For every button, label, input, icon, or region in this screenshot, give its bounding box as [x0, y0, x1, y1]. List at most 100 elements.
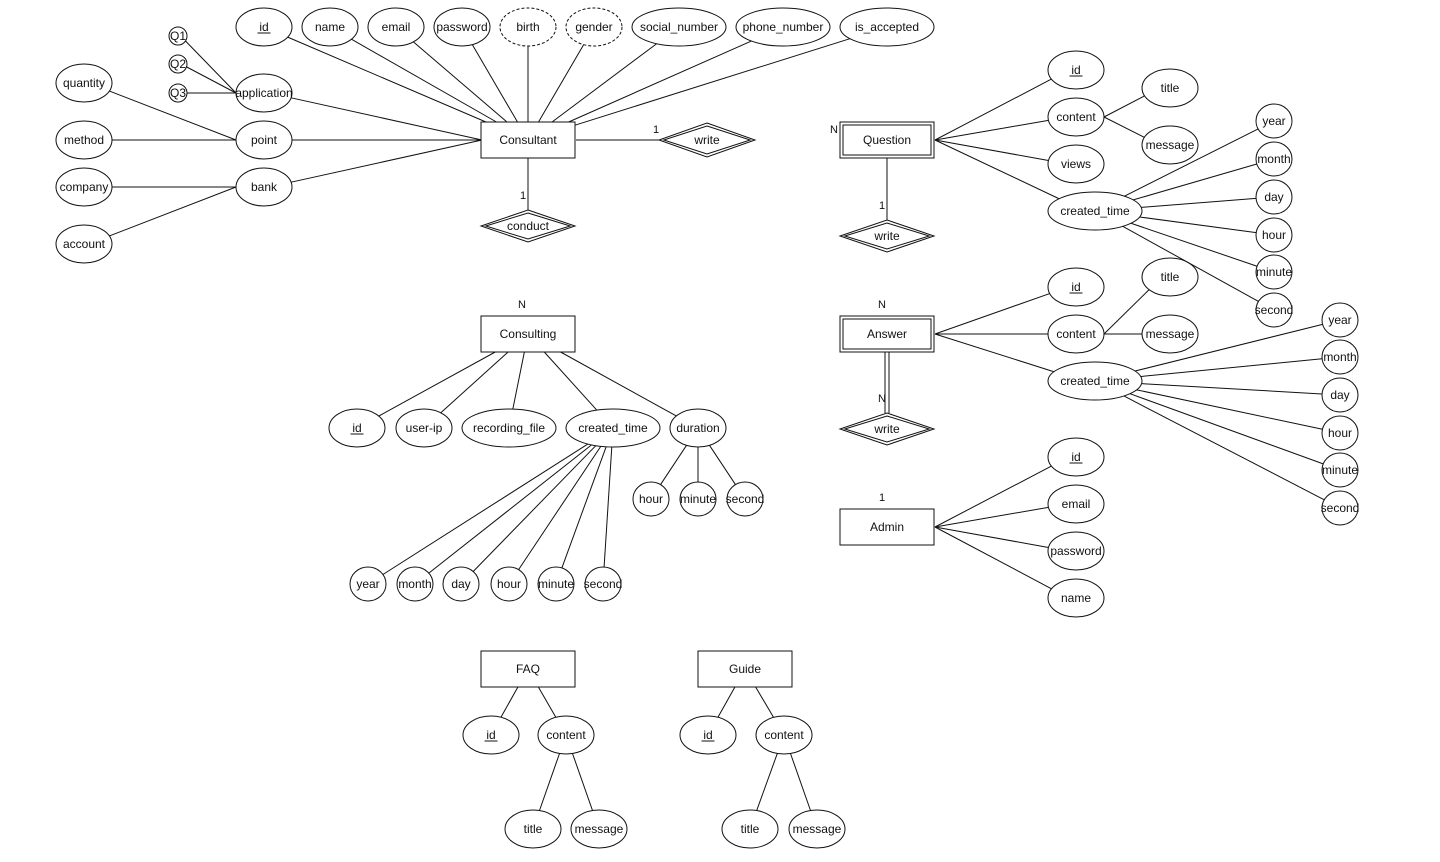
line-consultant-c_phone [568, 40, 752, 123]
attribute-qc_second[interactable]: second [1255, 292, 1294, 328]
entity-label: Admin [870, 520, 904, 534]
line-a_content-a_title [1103, 289, 1150, 335]
attribute-a_id[interactable]: id [1047, 267, 1105, 307]
attribute-label: quantity [63, 76, 105, 90]
attribute-cc_second[interactable]: second [584, 566, 623, 602]
attribute-cd_second[interactable]: second [726, 481, 765, 517]
attribute-qc_day[interactable]: day [1255, 179, 1293, 215]
attribute-g_id[interactable]: id [679, 715, 737, 755]
attribute-b_company[interactable]: company [55, 167, 113, 207]
attribute-ad_email[interactable]: email [1047, 484, 1105, 524]
attribute-label: year [356, 577, 379, 591]
attribute-cc_month[interactable]: month [396, 566, 434, 602]
attribute-label: application [235, 86, 292, 100]
entity-faq[interactable]: FAQ [480, 650, 576, 688]
attribute-q_id[interactable]: id [1047, 50, 1105, 90]
attribute-cd_hour[interactable]: hour [632, 481, 670, 517]
attribute-c_birth[interactable]: birth [499, 7, 557, 47]
attribute-c_point[interactable]: point [235, 120, 293, 160]
attribute-c_name[interactable]: name [301, 7, 359, 47]
relationship-write2[interactable]: write [838, 219, 936, 253]
entity-answer[interactable]: Answer [839, 315, 935, 353]
attribute-label: Q2 [170, 57, 186, 71]
relationship-write3[interactable]: write [838, 412, 936, 446]
attribute-ac_day[interactable]: day [1321, 377, 1359, 413]
attribute-ac_year[interactable]: year [1321, 302, 1359, 338]
attribute-c_application[interactable]: application [235, 73, 293, 113]
attribute-g_content[interactable]: content [755, 715, 813, 755]
attribute-label: views [1061, 157, 1091, 171]
line-a_created-ac_minute [1129, 393, 1324, 465]
attribute-ac_second[interactable]: second [1321, 490, 1360, 526]
attribute-ac_minute[interactable]: minute [1321, 452, 1359, 488]
attribute-b_account[interactable]: account [55, 224, 113, 264]
attribute-p_method[interactable]: method [55, 120, 113, 160]
attribute-a_created[interactable]: created_time [1047, 361, 1143, 401]
attribute-label: company [60, 180, 109, 194]
line-consulting-cs_recording [512, 351, 525, 410]
attribute-c_id[interactable]: id [235, 7, 293, 47]
attribute-q_title[interactable]: title [1141, 68, 1199, 108]
attribute-label: day [1330, 388, 1349, 402]
attribute-cs_recording[interactable]: recording_file [461, 408, 557, 448]
entity-question[interactable]: Question [839, 121, 935, 159]
attribute-cs_created[interactable]: created_time [565, 408, 661, 448]
attribute-f_title[interactable]: title [504, 809, 562, 849]
attribute-f_id[interactable]: id [462, 715, 520, 755]
attribute-f_content[interactable]: content [537, 715, 595, 755]
attribute-cd_minute[interactable]: minute [679, 481, 717, 517]
attribute-q2[interactable]: Q2 [168, 54, 188, 74]
attribute-ad_id[interactable]: id [1047, 437, 1105, 477]
attribute-label: message [575, 822, 624, 836]
attribute-cc_minute[interactable]: minute [537, 566, 575, 602]
attribute-a_title[interactable]: title [1141, 257, 1199, 297]
attribute-cc_day[interactable]: day [442, 566, 480, 602]
line-q_content-q_message [1103, 116, 1145, 138]
attribute-label: minute [1322, 463, 1358, 477]
attribute-q_message[interactable]: message [1141, 125, 1199, 165]
attribute-label: method [64, 133, 104, 147]
attribute-cs_userip[interactable]: user-ip [395, 408, 453, 448]
attribute-c_gender[interactable]: gender [565, 7, 623, 47]
entity-admin[interactable]: Admin [839, 508, 935, 546]
attribute-label: email [382, 20, 411, 34]
attribute-a_content[interactable]: content [1047, 314, 1105, 354]
attribute-c_social[interactable]: social_number [631, 7, 727, 47]
attribute-c_password[interactable]: password [433, 7, 491, 47]
attribute-qc_minute[interactable]: minute [1255, 254, 1293, 290]
attribute-ad_password[interactable]: password [1047, 531, 1105, 571]
attribute-g_message[interactable]: message [788, 809, 846, 849]
attribute-a_message[interactable]: message [1141, 314, 1199, 354]
attribute-ac_month[interactable]: month [1321, 339, 1359, 375]
attribute-qc_hour[interactable]: hour [1255, 217, 1293, 253]
attribute-ad_name[interactable]: name [1047, 578, 1105, 618]
attribute-ac_hour[interactable]: hour [1321, 415, 1359, 451]
attribute-cs_id[interactable]: id [328, 408, 386, 448]
attribute-q3[interactable]: Q3 [168, 83, 188, 103]
attribute-q1[interactable]: Q1 [168, 26, 188, 46]
entity-consulting[interactable]: Consulting [480, 315, 576, 353]
attribute-c_bank[interactable]: bank [235, 167, 293, 207]
attribute-q_content[interactable]: content [1047, 97, 1105, 137]
relationship-write1[interactable]: write [657, 122, 757, 158]
entity-consultant[interactable]: Consultant [480, 121, 576, 159]
line-cs_created-cc_month [428, 444, 592, 574]
line-cs_created-cc_minute [561, 446, 607, 569]
attribute-cc_hour[interactable]: hour [490, 566, 528, 602]
attribute-qc_month[interactable]: month [1255, 141, 1293, 177]
line-cs_created-cc_day [472, 445, 597, 572]
relationship-conduct[interactable]: conduct [479, 209, 577, 243]
attribute-g_title[interactable]: title [721, 809, 779, 849]
line-consultant-c_password [471, 44, 518, 123]
attribute-c_accepted[interactable]: is_accepted [839, 7, 935, 47]
attribute-cc_year[interactable]: year [349, 566, 387, 602]
attribute-q_views[interactable]: views [1047, 144, 1105, 184]
attribute-p_quantity[interactable]: quantity [55, 63, 113, 103]
attribute-qc_year[interactable]: year [1255, 103, 1293, 139]
entity-guide[interactable]: Guide [697, 650, 793, 688]
attribute-cs_duration[interactable]: duration [669, 408, 727, 448]
attribute-c_email[interactable]: email [367, 7, 425, 47]
attribute-f_message[interactable]: message [570, 809, 628, 849]
attribute-c_phone[interactable]: phone_number [735, 7, 831, 47]
attribute-q_created[interactable]: created_time [1047, 191, 1143, 231]
